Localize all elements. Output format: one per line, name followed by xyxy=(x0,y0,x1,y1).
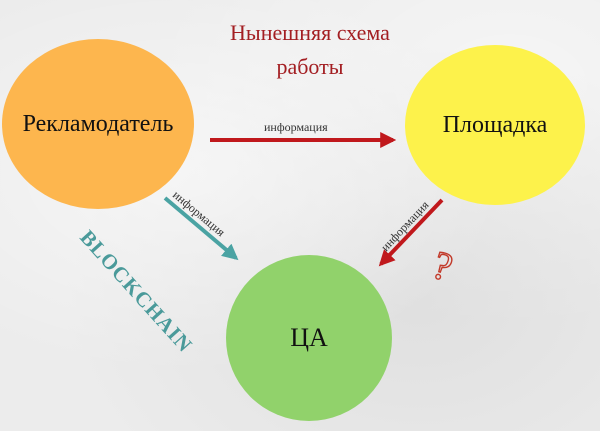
blockchain-label: BLOCKCHAIN xyxy=(75,225,197,357)
arrow-platform-to-audience xyxy=(378,198,444,267)
edge-label-advertiser-to-audience: информация xyxy=(170,188,228,240)
target-audience-label: ЦА xyxy=(290,323,328,352)
arrow-advertiser-to-audience xyxy=(163,196,239,261)
question-mark: ? xyxy=(427,242,458,290)
title-line-2: работы xyxy=(276,54,344,79)
edge-label-advertiser-to-platform: информация xyxy=(264,120,328,134)
title-line-1: Нынешняя схема xyxy=(230,20,390,45)
platform-label: Площадка xyxy=(442,111,548,138)
advertiser-label: Рекламодатель xyxy=(22,110,174,137)
platform-node: Площадка xyxy=(405,45,585,205)
target-audience-node: ЦА xyxy=(226,255,392,421)
advertiser-node: Рекламодатель xyxy=(2,39,194,209)
diagram-title: Нынешняя схема работы xyxy=(190,16,430,84)
edge-label-platform-to-audience: информация xyxy=(378,198,432,254)
